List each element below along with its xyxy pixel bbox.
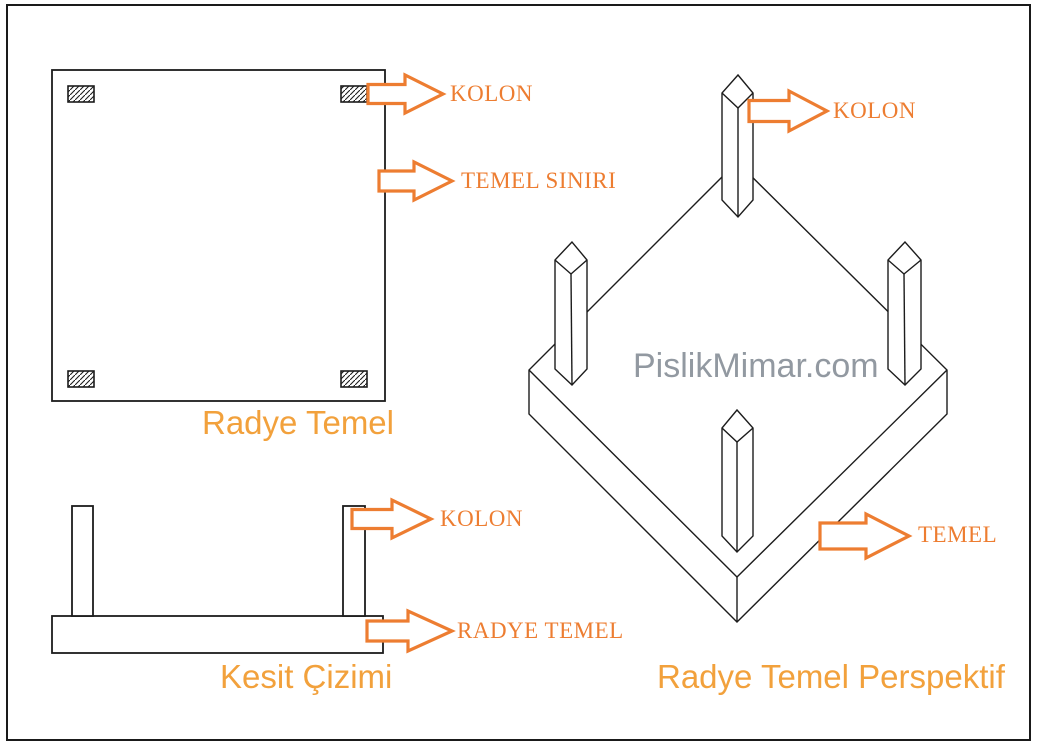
perspective-view-title: Radye Temel Perspektif [657, 658, 1005, 695]
watermark: PislikMimar.com [633, 347, 879, 385]
arrow-kolon-section [350, 497, 435, 541]
arrow-temel-siniri [377, 159, 456, 203]
callout-arrows [350, 72, 913, 654]
label-kolon-perspective: KOLON [833, 98, 916, 123]
arrow-radye-temel [365, 608, 456, 654]
column-3d-front [721, 408, 754, 554]
foundation-outline [51, 69, 386, 402]
label-temel-siniri: TEMEL SINIRI [461, 168, 617, 193]
label-temel: TEMEL [918, 522, 998, 547]
column-section-left [71, 505, 94, 617]
column-3d-back [721, 73, 754, 219]
arrow-kolon-perspective [747, 88, 831, 134]
column-hatch-bottom-right [340, 370, 368, 388]
arrow-kolon-plan [366, 72, 447, 116]
column-hatch-top-right [340, 85, 368, 103]
section-view-drawing [51, 505, 384, 654]
plan-view-title: Radye Temel [202, 404, 394, 441]
section-view-title: Kesit Çizimi [220, 658, 393, 695]
column-3d-right [887, 240, 922, 386]
plan-view-drawing [51, 69, 386, 402]
drawing-frame [6, 4, 1031, 741]
column-hatch-bottom-left [67, 370, 95, 388]
column-3d-left [554, 240, 588, 386]
raft-base-section [51, 615, 384, 654]
column-hatch-top-left [67, 85, 95, 103]
arrow-temel [818, 511, 913, 561]
label-kolon-section: KOLON [440, 506, 523, 531]
perspective-drawing [528, 73, 948, 623]
label-kolon-plan: KOLON [450, 81, 533, 106]
label-radye-temel: RADYE TEMEL [457, 618, 624, 643]
column-section-right [342, 505, 366, 617]
raft-slab-outline [528, 161, 948, 623]
